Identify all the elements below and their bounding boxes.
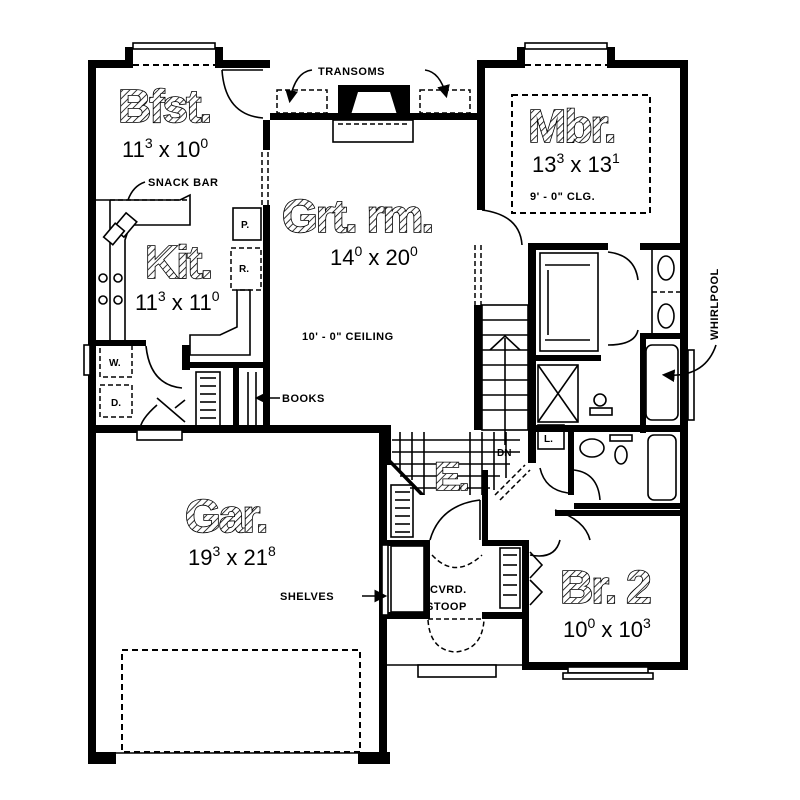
laundry-area: [83, 344, 186, 441]
label-pantry: P.: [241, 220, 249, 231]
room-master-bedroom: Mbr. 133 x 131 9' - 0" CLG.: [527, 99, 620, 203]
door-swing: [221, 69, 264, 119]
great-room-ceiling-note: 10' - 0" CEILING: [302, 331, 394, 343]
room-dims-bedroom-2: 100 x 103: [563, 615, 651, 642]
closet-shelving: [195, 371, 257, 428]
transom-windows: [276, 89, 471, 114]
tray-ceiling-outline: [511, 94, 651, 214]
label-snack-bar: SNACK BAR: [148, 177, 219, 189]
label-covered-stoop-2: STOOP: [426, 601, 467, 613]
room-kitchen: Kit. 113 x 110: [135, 235, 220, 315]
room-name-bedroom-2: Br. 2: [560, 561, 650, 613]
kitchen-counters: [96, 193, 262, 356]
room-dims-master-bedroom: 133 x 131: [532, 150, 620, 177]
label-books: BOOKS: [282, 393, 325, 405]
room-dims-great-room: 140 x 200: [330, 243, 418, 270]
room-entry: E.: [433, 454, 470, 500]
room-name-kitchen: Kit.: [145, 236, 211, 288]
annotations: TRANSOMS SNACK BAR BOOKS SHELVES WHIRLPO…: [109, 66, 721, 613]
room-bedroom-2: Br. 2 100 x 103: [559, 560, 653, 642]
room-name-master-bedroom: Mbr.: [528, 100, 615, 152]
label-transoms: TRANSOMS: [318, 66, 385, 78]
room-dims-kitchen: 113 x 110: [135, 288, 220, 315]
label-whirlpool: WHIRLPOOL: [709, 268, 721, 340]
room-name-great-room: Grt. rm.: [282, 190, 432, 242]
room-dims-breakfast: 113 x 100: [122, 135, 208, 162]
room-name-breakfast: Bfst.: [118, 80, 210, 132]
staircase: [481, 304, 529, 445]
fireplace-icon: [332, 85, 414, 143]
front-entry: [390, 499, 485, 653]
label-linen: L.: [544, 434, 553, 445]
room-great-room: Grt. rm. 140 x 200 10' - 0" CEILING: [281, 189, 435, 343]
room-name-garage: Gar.: [185, 490, 267, 542]
label-covered-stoop-1: CVRD.: [430, 584, 467, 596]
room-dims-garage: 193 x 218: [188, 543, 276, 570]
door-swing: [481, 209, 523, 246]
master-bedroom-ceiling-note: 9' - 0" CLG.: [530, 191, 595, 203]
label-dryer: D.: [111, 398, 121, 409]
master-bath: [529, 250, 695, 557]
room-garage: Gar. 193 x 218: [184, 489, 276, 570]
room-name-entry: E.: [434, 455, 468, 499]
room-breakfast: Bfst. 113 x 100: [117, 79, 213, 162]
entry-tile-floor: [391, 432, 531, 501]
label-refrigerator: R.: [239, 264, 249, 275]
garage-door-outline: [121, 649, 361, 753]
label-stairs-down: DN: [497, 448, 511, 459]
label-shelves: SHELVES: [280, 591, 334, 603]
coat-closet: [390, 484, 544, 609]
label-washer: W.: [109, 358, 121, 369]
